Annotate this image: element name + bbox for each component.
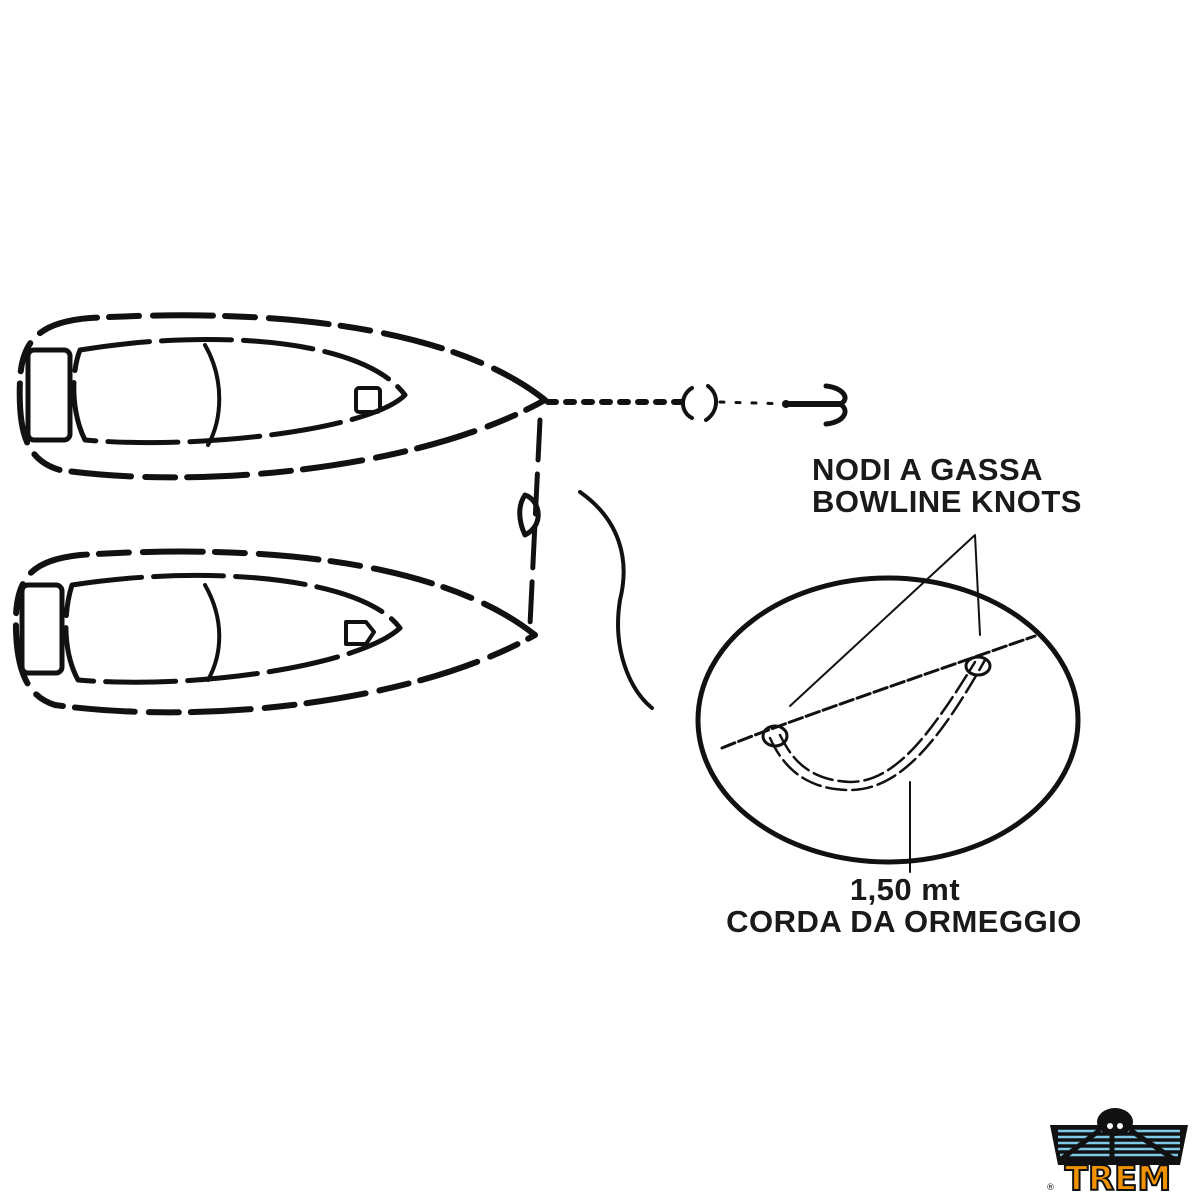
label-rope: CORDA DA ORMEGGIO (726, 904, 1082, 939)
shackle-link-icon (517, 492, 541, 538)
logo-registered: ® (1046, 1183, 1055, 1193)
label-length: 1,50 mt (850, 872, 960, 907)
logo-text: TREM (1065, 1159, 1171, 1199)
boat-top (16, 312, 548, 481)
trem-logo: TREM ® (1046, 1108, 1188, 1200)
boat-bottom (12, 548, 538, 716)
label-knots-it: NODI A GASSA (812, 452, 1043, 487)
anchor-rope (718, 400, 792, 406)
rope-detail (720, 634, 1037, 792)
label-knots-en: BOWLINE KNOTS (812, 484, 1082, 519)
detail-circle (695, 575, 1081, 865)
leader-knots (789, 534, 981, 707)
callout-curve (578, 490, 654, 710)
anchor-icon (782, 383, 848, 427)
mooring-line (527, 417, 543, 628)
shackle-icon (681, 384, 718, 422)
